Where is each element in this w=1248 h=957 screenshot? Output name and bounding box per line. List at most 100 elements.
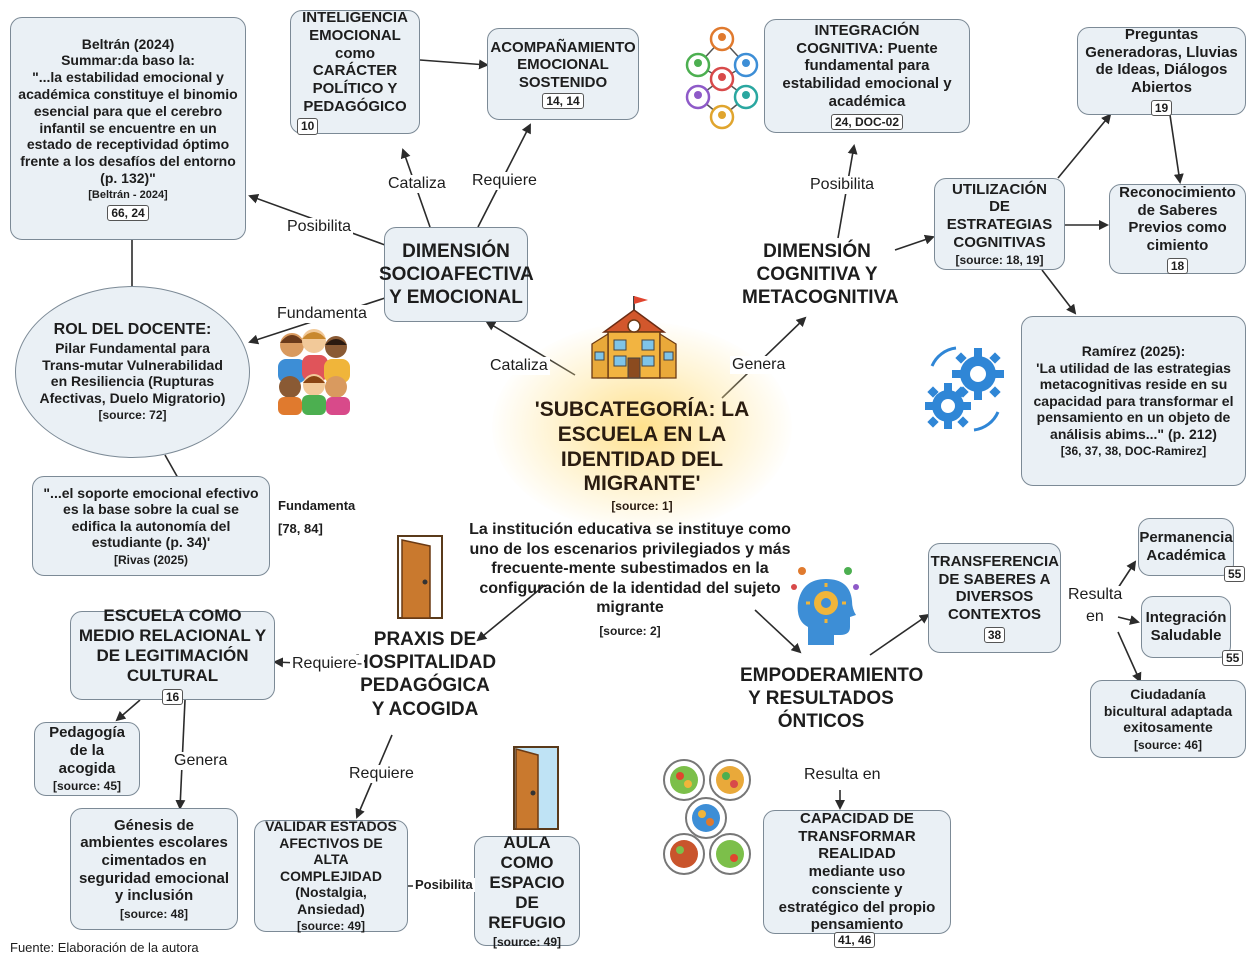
acompanamiento-tag: 14, 14	[542, 92, 584, 110]
capacidad-tag: 41, 46	[834, 932, 876, 949]
label-posibilita-cognitiva: Posibilita	[808, 176, 877, 194]
permanencia-node: Permanencia Académica	[1138, 518, 1234, 576]
label-cataliza-center: Cataliza	[488, 357, 550, 375]
integracion-saludable-tag: 55	[1222, 650, 1244, 667]
beltran-source: [Beltrán - 2024]	[88, 188, 168, 201]
ramirez-title: Ramírez (2025):	[1081, 343, 1186, 360]
capacidad-text: mediante uso consciente y estratégico de…	[778, 863, 936, 934]
soporte-quote-card: "...el soporte emocional efectivo es la …	[32, 476, 270, 576]
center-description-text: La institución educativa se instituye co…	[469, 521, 791, 617]
ramirez-quote-card: Ramírez (2025): 'La utilidad de las estr…	[1021, 316, 1246, 486]
beltran-sub: Summar:da baso la:	[61, 52, 195, 69]
dimension-cognitiva: DIMENSIÓN COGNITIVA Y METACOGNITIVA	[742, 240, 899, 310]
soporte-source: [Rivas (2025)	[113, 552, 189, 567]
center-description: La institución educativa se instituye co…	[460, 520, 800, 638]
dimension-cognitiva-label: DIMENSIÓN COGNITIVA Y METACOGNITIVA	[742, 241, 899, 309]
gears-icon	[920, 340, 1010, 436]
center-title: 'SUBCATEGORÍA: LA ESCUELA EN LA IDENTIDA…	[534, 398, 750, 496]
center-topic: 'SUBCATEGORÍA: LA ESCUELA EN LA IDENTIDA…	[522, 398, 762, 513]
head-idea-icon	[790, 565, 860, 649]
genesis-text: Génesis de ambientes escolares cimentado…	[78, 816, 230, 905]
preguntas-tag: 19	[1150, 99, 1173, 117]
reconocimiento-node: Reconocimiento de Saberes Previos como c…	[1109, 183, 1246, 275]
rol-docente-node: ROL DEL DOCENTE: Pilar Fundamental para …	[15, 286, 250, 458]
integracion-cognitiva-node: INTEGRACIÓN COGNITIVA: Puente fundamenta…	[764, 19, 970, 133]
transferencia-text: TRANSFERENCIA DE SABERES A DIVERSOS CONT…	[930, 552, 1059, 623]
acompanamiento-node: ACOMPAÑAMIENTO EMOCIONAL SOSTENIDO 14, 1…	[487, 28, 639, 120]
capacidad-transformar-node: CAPACIDAD DE TRANSFORMAR REALIDAD median…	[763, 810, 951, 934]
transferencia-saberes-node: TRANSFERENCIA DE SABERES A DIVERSOS CONT…	[928, 543, 1061, 653]
escuela-medio-text: ESCUELA COMO MEDIO RELACIONAL Y DE LEGIT…	[78, 605, 267, 685]
preguntas-text: Preguntas Generadoras, Lluvias de Ideas,…	[1085, 25, 1238, 96]
pedagogia-text: Pedagogía de la acogida	[49, 724, 125, 777]
label-genera-genesis: Genera	[172, 752, 230, 770]
beltran-tag: 66, 24	[107, 204, 149, 222]
acompanamiento-text: ACOMPAÑAMIENTO EMOCIONAL SOSTENIDO	[490, 38, 636, 92]
beltran-quote: "...la estabilidad emocional y académica…	[18, 69, 238, 186]
integracion-saludable-node: Integración Saludable	[1141, 596, 1231, 658]
dimension-praxis-label: PRAXIS DE HOSPITALIDAD PEDAGÓGICA Y ACOG…	[355, 629, 497, 720]
integracion-saludable-text: Integración Saludable	[1145, 609, 1227, 644]
label-fundamenta-rol: Fundamenta	[275, 305, 369, 323]
open-door-icon	[512, 745, 560, 831]
school-icon	[590, 292, 678, 384]
label-posibilita-beltran: Posibilita	[285, 218, 354, 236]
label-en: en	[1084, 608, 1106, 626]
students-group-icon	[272, 325, 354, 415]
footer-source: Fuente: Elaboración de la autora	[10, 940, 199, 955]
label-resulta-en: Resulta en	[802, 766, 883, 784]
dimension-empoderamiento: EMPODERAMIENTO Y RESULTADOS ÓNTICOS	[740, 664, 923, 734]
aula-refugio-node: AULA COMO ESPACIO DE REFUGIO [source: 49…	[474, 832, 580, 950]
estrategias-cognitivas-node: UTILIZACIÓN DE ESTRATEGIAS COGNITIVAS [s…	[934, 178, 1065, 270]
integracion-cognitiva-tag: 24, DOC-02	[830, 113, 904, 130]
center-description-source: [source: 2]	[599, 623, 661, 638]
network-people-icon	[684, 25, 760, 131]
dimension-praxis: PRAXIS DE HOSPITALIDAD PEDAGÓGICA Y ACOG…	[355, 628, 497, 721]
ramirez-quote: 'La utilidad de las estrategias metacogn…	[1033, 359, 1234, 442]
dimension-socioafectiva-label: DIMENSIÓN SOCIOAFECTIVA Y EMOCIONAL	[378, 240, 534, 309]
transferencia-tag: 38	[983, 626, 1006, 644]
ciudadania-source: [source: 46]	[1133, 737, 1203, 752]
aula-source: [source: 49]	[492, 935, 562, 950]
aula-text: AULA COMO ESPACIO DE REFUGIO	[488, 832, 566, 932]
dimension-socioafectiva: DIMENSIÓN SOCIOAFECTIVA Y EMOCIONAL	[379, 227, 534, 322]
reconocimiento-text: Reconocimiento de Saberes Previos como c…	[1119, 183, 1236, 254]
label-genera-center: Genera	[730, 356, 788, 374]
rol-docente-source: [source: 72]	[98, 408, 167, 423]
label-posibilita-aula: Posibilita	[413, 877, 475, 893]
ramirez-source: [36, 37, 38, DOC-Ramirez]	[1060, 444, 1207, 459]
inteligencia-emocional-node: INTELIGENCIA EMOCIONAL como CARÁCTER POL…	[290, 9, 420, 135]
center-source: [source: 1]	[611, 499, 673, 514]
validar-source: [source: 49]	[296, 919, 366, 934]
label-fundamenta-refs: [78, 84]	[276, 521, 325, 537]
estrategias-source: [source: 18, 19]	[955, 253, 1044, 268]
inteligencia-tag: 10	[297, 118, 319, 135]
genesis-ambientes-node: Génesis de ambientes escolares cimentado…	[70, 808, 238, 930]
beltran-quote-card: Beltrán (2024) Summar:da baso la: "...la…	[10, 17, 246, 240]
capacidad-title: CAPACIDAD DE TRANSFORMAR REALIDAD	[798, 810, 916, 863]
genesis-source: [source: 48]	[119, 907, 189, 922]
label-requiere-top: Requiere	[470, 172, 539, 190]
estrategias-text: UTILIZACIÓN DE ESTRATEGIAS COGNITIVAS	[946, 180, 1053, 251]
label-cataliza-top: Cataliza	[386, 175, 448, 193]
label-resulta: Resulta	[1066, 586, 1125, 604]
beltran-title: Beltrán (2024)	[81, 35, 175, 52]
permanencia-text: Permanencia Académica	[1139, 529, 1233, 564]
soporte-text: "...el soporte emocional efectivo es la …	[43, 484, 259, 551]
rol-docente-text: Pilar Fundamental para Trans-mutar Vulne…	[39, 340, 226, 406]
ciudadania-text: Ciudadanía bicultural adaptada exitosame…	[1103, 686, 1233, 736]
pedagogia-source: [source: 45]	[52, 779, 122, 794]
preguntas-node: Preguntas Generadoras, Lluvias de Ideas,…	[1077, 25, 1246, 117]
label-requiere-escuela: Requiere-	[290, 655, 365, 673]
ciudadania-node: Ciudadanía bicultural adaptada exitosame…	[1090, 680, 1246, 758]
food-plates-icon	[660, 758, 752, 876]
reconocimiento-tag: 18	[1166, 257, 1189, 275]
permanencia-tag: 55	[1224, 566, 1246, 583]
dimension-empoderamiento-label: EMPODERAMIENTO Y RESULTADOS ÓNTICOS	[740, 665, 924, 733]
escuela-medio-relacional-node: ESCUELA COMO MEDIO RELACIONAL Y DE LEGIT…	[70, 606, 275, 706]
pedagogia-acogida-node: Pedagogía de la acogida [source: 45]	[34, 722, 140, 796]
validar-estados-node: VALIDAR ESTADOS AFECTIVOS DE ALTA COMPLE…	[254, 818, 408, 934]
inteligencia-text: INTELIGENCIA EMOCIONAL como CARÁCTER POL…	[302, 9, 408, 115]
validar-text: VALIDAR ESTADOS AFECTIVOS DE ALTA COMPLE…	[265, 818, 397, 917]
label-fundamenta-soporte: Fundamenta	[276, 498, 358, 514]
